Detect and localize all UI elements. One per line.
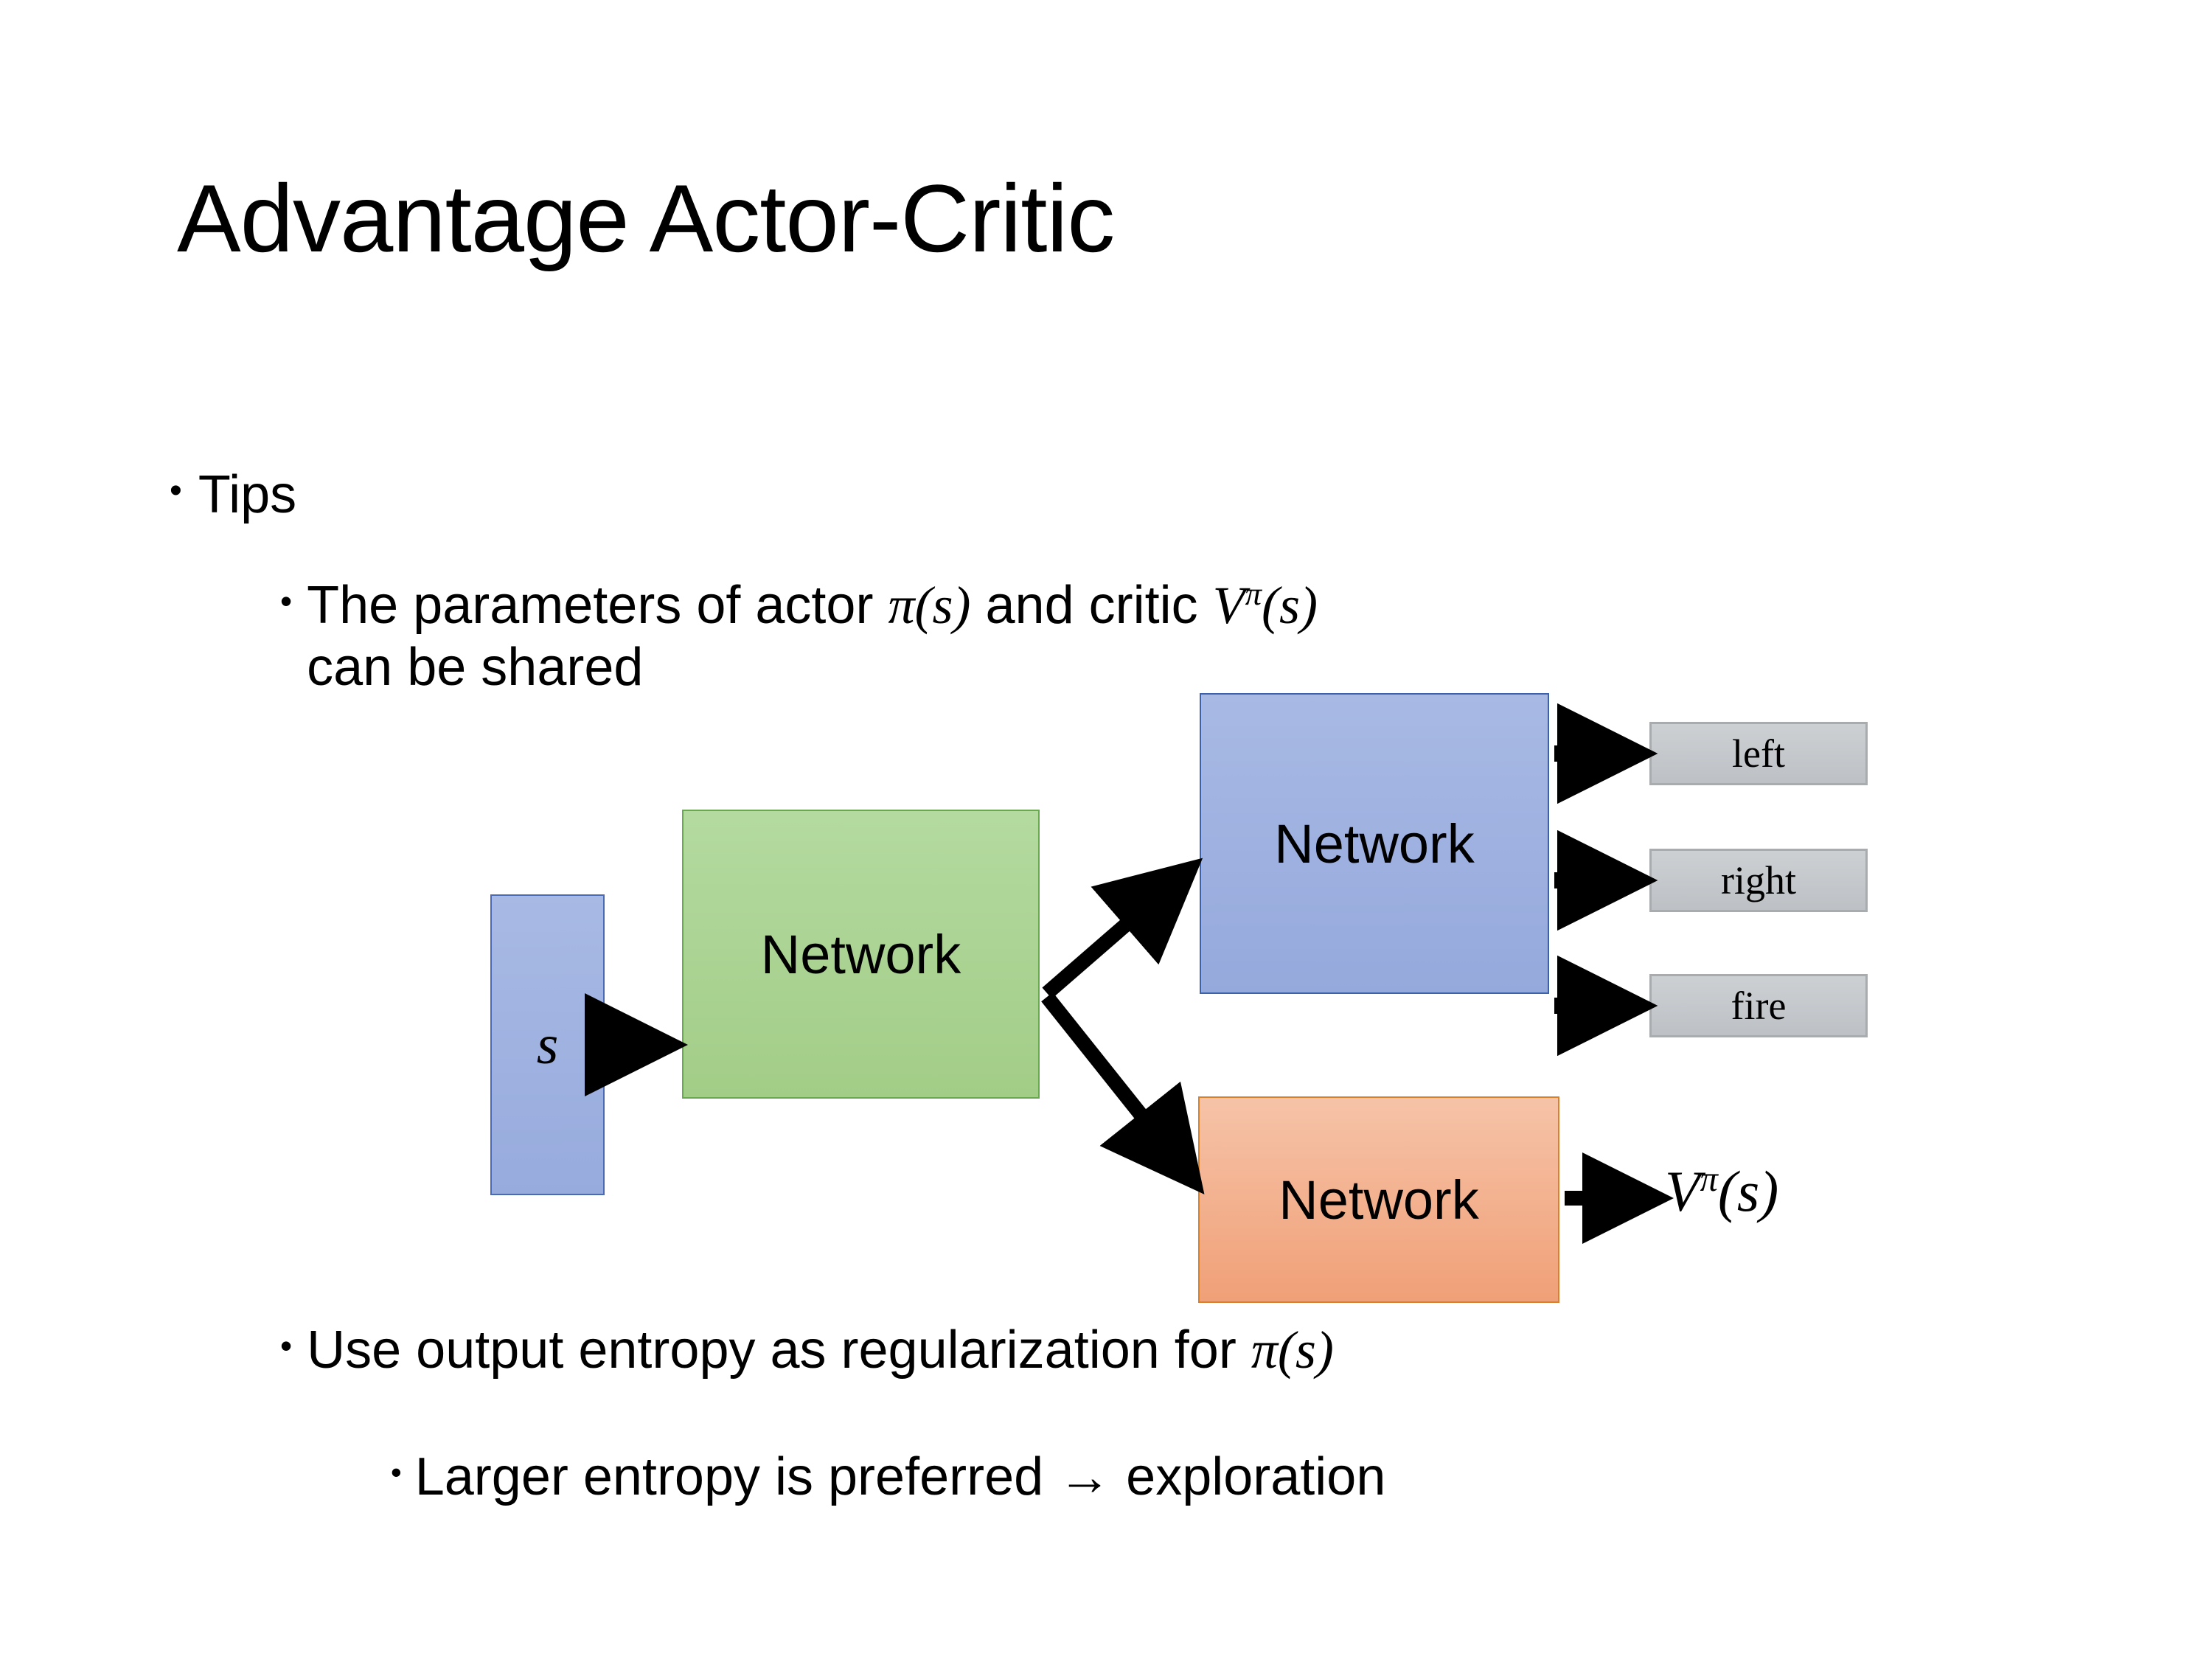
critic-network-label: Network	[1279, 1169, 1479, 1231]
math-critic-arg-s: (s)	[1261, 576, 1318, 635]
math-entropy-pi-s: π(s)	[1251, 1321, 1334, 1380]
bullet-shared-parameters: • The parameters of actor π(s) and criti…	[280, 575, 2065, 698]
shared-network-box: Network	[682, 810, 1040, 1099]
math-critic-superscript-pi: π	[1245, 575, 1262, 612]
action-output-fire-label: fire	[1731, 984, 1787, 1028]
shared-network-label: Network	[760, 923, 961, 985]
bullet-tips: • Tips	[170, 465, 296, 526]
input-state-box: s	[490, 894, 605, 1195]
bullet-marker-icon: •	[391, 1455, 402, 1489]
bullet-shared-parameters-text: The parameters of actor π(s) and critic …	[307, 575, 1318, 698]
shared-params-text-before: The parameters of actor	[307, 576, 888, 635]
bullet-entropy-text: Use output entropy as regularization for…	[307, 1320, 1334, 1382]
bullet-marker-icon: •	[170, 471, 182, 510]
arrow-shared-to-critic-network	[1041, 992, 1205, 1194]
math-actor-pi-s: π(s)	[888, 576, 971, 635]
bullet-entropy-regularization: • Use output entropy as regularization f…	[280, 1320, 1334, 1382]
bullet-marker-icon: •	[280, 1326, 293, 1365]
action-output-left-label: left	[1732, 731, 1785, 776]
arrow-shared-to-actor-network	[1042, 858, 1203, 999]
entropy-text-before: Use output entropy as regularization for	[307, 1321, 1251, 1380]
shared-params-text-after: can be shared	[307, 637, 644, 697]
action-output-left: left	[1649, 722, 1868, 785]
action-output-fire: fire	[1649, 974, 1868, 1037]
bullet-marker-icon: •	[280, 582, 293, 620]
value-output-argument: (s)	[1717, 1159, 1779, 1223]
value-output-v: V	[1665, 1159, 1700, 1223]
shared-params-text-middle: and critic	[970, 576, 1213, 635]
bullet-tips-label: Tips	[198, 465, 297, 524]
math-critic-v: V	[1212, 576, 1245, 635]
bullet-larger-entropy: • Larger entropy is preferred → explorat…	[391, 1447, 1385, 1509]
value-output-label: Vπ(s)	[1665, 1158, 1778, 1225]
actor-network-box: Network	[1200, 693, 1549, 994]
input-state-label: s	[536, 1013, 559, 1076]
bullet-larger-entropy-label: Larger entropy is preferred → exploratio…	[414, 1447, 1386, 1506]
page-title: Advantage Actor-Critic	[177, 164, 1115, 272]
action-output-right-label: right	[1721, 858, 1796, 902]
action-output-right: right	[1649, 849, 1868, 912]
critic-network-box: Network	[1198, 1096, 1559, 1303]
actor-network-label: Network	[1274, 813, 1475, 874]
value-output-superscript-pi: π	[1700, 1160, 1718, 1199]
